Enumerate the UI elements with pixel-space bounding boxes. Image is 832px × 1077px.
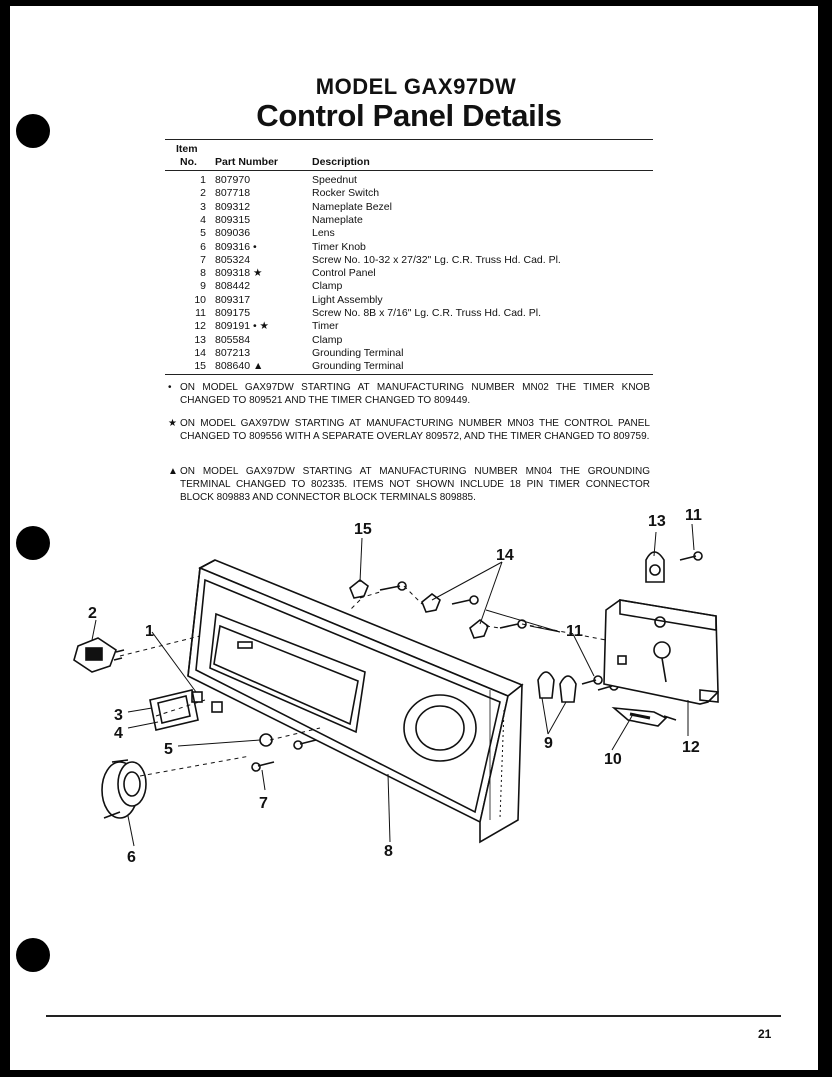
rocker-switch-drawing: [73, 637, 125, 673]
callout-13: 13: [648, 513, 666, 530]
control-panel-drawing: [187, 559, 524, 844]
callout-10: 10: [604, 751, 622, 768]
callout-12: 12: [682, 739, 700, 756]
callout-5: 5: [164, 741, 173, 758]
page-title: Control Panel Details: [256, 98, 562, 133]
binder-hole-middle: [16, 526, 50, 560]
callout-4: 4: [114, 725, 123, 742]
callout-14: 14: [496, 547, 514, 564]
footer-rule: [46, 1015, 781, 1017]
star-symbol: ★: [168, 418, 177, 429]
screw-drawing: [379, 551, 703, 691]
light-assembly-drawing: [611, 706, 677, 727]
screw-drawing: [251, 739, 317, 772]
callout-6: 6: [127, 849, 136, 866]
bullet-symbol: •: [168, 382, 172, 393]
callout-1: 1: [145, 623, 154, 640]
callout-8: 8: [384, 843, 393, 860]
footnote-star: ★ ON MODEL GAX97DW STARTING AT MANUFACTU…: [168, 417, 650, 443]
footnote-triangle: ▲ ON MODEL GAX97DW STARTING AT MANUFACTU…: [168, 465, 650, 504]
page-number: 21: [758, 1027, 772, 1041]
speednut-drawing: [191, 691, 203, 703]
footnote-text: ON MODEL GAX97DW STARTING AT MANUFACTURI…: [180, 382, 650, 406]
callout-11: 11: [566, 623, 583, 640]
timer-drawing: [603, 599, 719, 705]
binder-hole-bottom: [16, 938, 50, 972]
model-heading: MODEL GAX97DW: [315, 74, 517, 99]
table-header-rule: [165, 170, 653, 171]
column-header-item: Item: [176, 143, 198, 155]
column-header-description: Description: [312, 156, 370, 168]
callout-7: 7: [259, 795, 268, 812]
speednut-drawing: [211, 701, 223, 713]
binder-hole-top: [16, 114, 50, 148]
scan-edge-mark: [819, 150, 823, 162]
triangle-symbol: ▲: [168, 466, 178, 477]
footnote-text: ON MODEL GAX97DW STARTING AT MANUFACTURI…: [180, 466, 650, 503]
scan-edge-mark: [821, 380, 824, 398]
table-bottom-rule: [165, 374, 653, 375]
footnote-text: ON MODEL GAX97DW STARTING AT MANUFACTURI…: [180, 418, 650, 442]
callout-2: 2: [88, 605, 97, 622]
timer-knob-drawing: [101, 759, 147, 819]
footnote-bullet: • ON MODEL GAX97DW STARTING AT MANUFACTU…: [168, 381, 650, 407]
callout-15: 15: [354, 521, 372, 538]
table-top-rule: [165, 139, 653, 140]
column-header-no: No.: [180, 156, 197, 168]
callout-11: 11: [685, 507, 702, 524]
column-header-part-number: Part Number: [215, 156, 279, 168]
callout-3: 3: [114, 707, 123, 724]
scan-edge-mark: [820, 600, 824, 610]
clamp-drawing: [537, 551, 665, 703]
document-page: [10, 6, 818, 1070]
callout-9: 9: [544, 735, 553, 752]
scan-edge-mark: [821, 790, 824, 804]
